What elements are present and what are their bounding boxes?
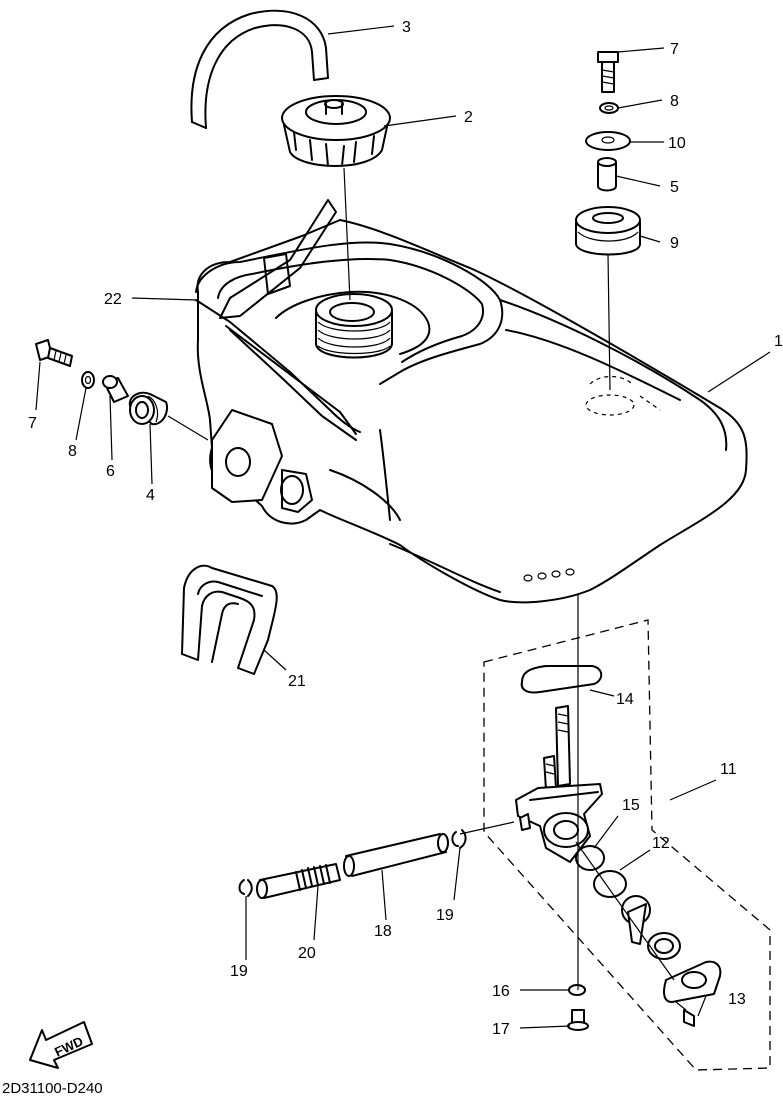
fwd-arrow-icon: FWD bbox=[29, 1021, 93, 1069]
callout-numbers: 1 2 3 4 5 6 7 7 8 8 9 10 11 12 13 14 15 … bbox=[28, 19, 783, 1038]
part-12-packing bbox=[593, 870, 627, 898]
part-1-fuel-tank bbox=[195, 199, 748, 604]
callout-5: 5 bbox=[670, 179, 679, 196]
part-7-bolt-top bbox=[597, 51, 619, 93]
callout-11: 11 bbox=[720, 761, 737, 778]
part-11-fuel-cock-assembly-boundary bbox=[483, 619, 771, 1071]
callout-8-left: 8 bbox=[68, 443, 77, 460]
fuel-cock-wave-washer bbox=[647, 932, 681, 960]
callout-7-left: 7 bbox=[28, 415, 37, 432]
fuel-cock-body bbox=[515, 705, 603, 863]
callout-19-right: 19 bbox=[436, 907, 454, 924]
callout-4: 4 bbox=[146, 487, 155, 504]
axis-line-left-mount bbox=[167, 415, 209, 441]
callout-15: 15 bbox=[622, 797, 640, 814]
part-15-lever-seal bbox=[575, 845, 605, 871]
part-17-screw bbox=[567, 1009, 589, 1031]
part-20-hose-with-spring bbox=[256, 863, 341, 899]
callout-6: 6 bbox=[106, 463, 115, 480]
callout-7-top: 7 bbox=[670, 41, 679, 58]
axis-line-cover bbox=[575, 841, 675, 981]
part-4-grommet-left bbox=[128, 391, 168, 426]
callout-10: 10 bbox=[668, 135, 686, 152]
callout-16: 16 bbox=[492, 983, 510, 1000]
part-8-washer-top bbox=[599, 102, 619, 114]
callout-3: 3 bbox=[402, 19, 411, 36]
callout-9: 9 bbox=[670, 235, 679, 252]
callout-13: 13 bbox=[728, 991, 746, 1008]
callout-20: 20 bbox=[298, 945, 316, 962]
callout-2: 2 bbox=[464, 109, 473, 126]
part-10-plate-washer bbox=[585, 131, 631, 151]
part-19-hose-clip-right bbox=[451, 829, 467, 849]
part-19-hose-clip-left bbox=[238, 879, 253, 897]
part-2-fuel-cap bbox=[281, 95, 391, 167]
fuel-cock-lever bbox=[621, 895, 651, 945]
filler-neck bbox=[315, 293, 393, 359]
callout-14: 14 bbox=[616, 691, 634, 708]
axis-line-cap bbox=[343, 167, 351, 301]
part-8-washer-left bbox=[81, 371, 95, 389]
callout-1: 1 bbox=[774, 333, 783, 350]
callout-18: 18 bbox=[374, 923, 392, 940]
callout-8-top: 8 bbox=[670, 93, 679, 110]
part-14-o-ring bbox=[520, 665, 603, 694]
axis-line-hose bbox=[459, 821, 515, 835]
part-16-washer bbox=[568, 984, 586, 996]
part-9-rubber-damper bbox=[575, 206, 641, 256]
part-6-collar-left bbox=[102, 375, 129, 403]
part-3-vent-hose bbox=[190, 9, 329, 129]
callout-22: 22 bbox=[104, 291, 122, 308]
callout-17: 17 bbox=[492, 1021, 510, 1038]
part-18-fuel-hose bbox=[343, 833, 449, 877]
callout-21: 21 bbox=[288, 673, 306, 690]
part-7-bolt-left bbox=[35, 339, 73, 367]
part-13-screw bbox=[675, 1001, 695, 1027]
fuel-cock-cover-plate bbox=[663, 960, 722, 1003]
part-21-clip bbox=[181, 564, 278, 675]
axis-line-damper bbox=[607, 253, 611, 391]
leader-lines bbox=[35, 25, 771, 1029]
callout-19-left: 19 bbox=[230, 963, 248, 980]
callout-12: 12 bbox=[652, 835, 670, 852]
part-5-collar-top bbox=[597, 157, 617, 192]
diagram-code: 2D31100-D240 bbox=[2, 1080, 103, 1097]
